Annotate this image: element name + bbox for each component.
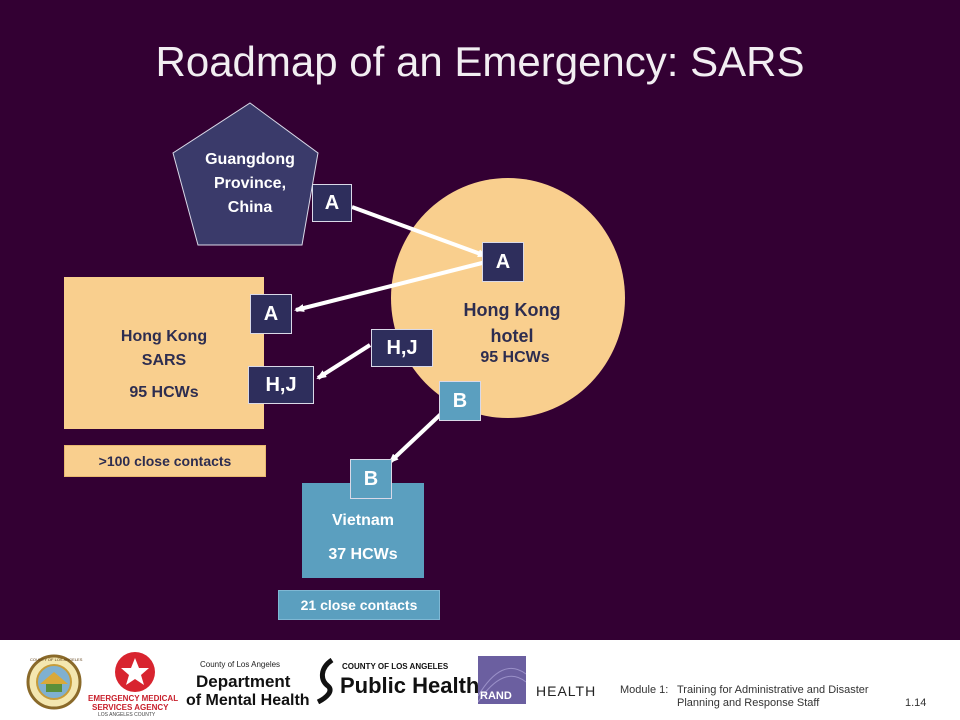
hk-hotel-line-1: Hong Kong bbox=[463, 300, 561, 320]
arrow-hotel-to-hksars bbox=[294, 260, 487, 312]
dmh-line-1: Department bbox=[196, 672, 291, 691]
diagram-canvas bbox=[64, 102, 625, 578]
vietnam-contacts: 21 close contacts bbox=[278, 590, 440, 620]
ems-agency-logo bbox=[115, 652, 155, 692]
tag-hksars-hj: H,J bbox=[248, 366, 314, 404]
guangdong-line-2: Province, bbox=[213, 175, 287, 192]
footer-bar: COUNTY OF LOS ANGELES EMERGENCY MEDICAL … bbox=[0, 640, 960, 720]
tag-vietnam-b: B bbox=[350, 459, 392, 499]
guangdong-line-1: Guangdong bbox=[205, 151, 295, 168]
dmh-line-2: of Mental Health bbox=[186, 692, 310, 709]
rand-text: RAND bbox=[480, 690, 512, 702]
dmh-small-text: County of Los Angeles bbox=[200, 660, 281, 669]
tag-hksars-a: A bbox=[250, 294, 292, 334]
module-line-1: Training for Administrative and Disaster bbox=[677, 684, 869, 696]
arrow-hotel-to-vietnam bbox=[388, 411, 444, 464]
ems-line-2: SERVICES AGENCY bbox=[92, 703, 169, 712]
ph-small-text: COUNTY OF LOS ANGELES bbox=[342, 662, 449, 671]
hk-sars-line-2: SARS bbox=[141, 352, 187, 369]
hk-sars-contacts: >100 close contacts bbox=[64, 445, 266, 477]
tag-hotel-a: A bbox=[482, 242, 524, 282]
ems-line-3: LOS ANGELES COUNTY bbox=[98, 712, 156, 718]
hk-sars-box bbox=[64, 277, 264, 429]
guangdong-line-3: China bbox=[227, 199, 273, 216]
hk-sars-label: Hong Kong SARS bbox=[74, 325, 254, 373]
hk-hotel-line-2: hotel bbox=[490, 326, 534, 346]
county-seal-text: COUNTY OF LOS ANGELES bbox=[30, 657, 83, 662]
rand-logo bbox=[478, 656, 526, 704]
page-number: 1.14 bbox=[905, 697, 927, 709]
guangdong-pentagon bbox=[172, 102, 319, 246]
county-seal-logo bbox=[26, 654, 82, 710]
vietnam-label: Vietnam bbox=[332, 512, 394, 529]
tag-hotel-hj: H,J bbox=[371, 329, 433, 367]
hk-hotel-label: Hong Kong hotel bbox=[430, 297, 594, 349]
guangdong-label: Guangdong Province, China bbox=[176, 148, 324, 220]
tag-guangdong-a: A bbox=[312, 184, 352, 222]
tag-hotel-b: B bbox=[439, 381, 481, 421]
hk-sars-count: 95 HCWs bbox=[129, 384, 199, 401]
arrow-guangdong-to-hotel bbox=[351, 205, 488, 258]
arrow-hotel-hj-to-hksars bbox=[316, 343, 372, 380]
hk-hotel-circle bbox=[391, 178, 625, 418]
public-health-emblem-icon bbox=[316, 658, 334, 704]
ems-line-1: EMERGENCY MEDICAL bbox=[88, 694, 179, 703]
module-line-2: Planning and Response Staff bbox=[677, 697, 820, 709]
ph-big-text: Public Health bbox=[340, 673, 480, 698]
hk-sars-line-1: Hong Kong bbox=[120, 328, 208, 345]
module-label: Module 1: bbox=[620, 684, 669, 696]
vietnam-count: 37 HCWs bbox=[328, 546, 398, 563]
hk-hotel-count: 95 HCWs bbox=[480, 349, 550, 366]
health-text: HEALTH bbox=[536, 683, 597, 699]
slide-title: Roadmap of an Emergency: SARS bbox=[155, 38, 805, 85]
